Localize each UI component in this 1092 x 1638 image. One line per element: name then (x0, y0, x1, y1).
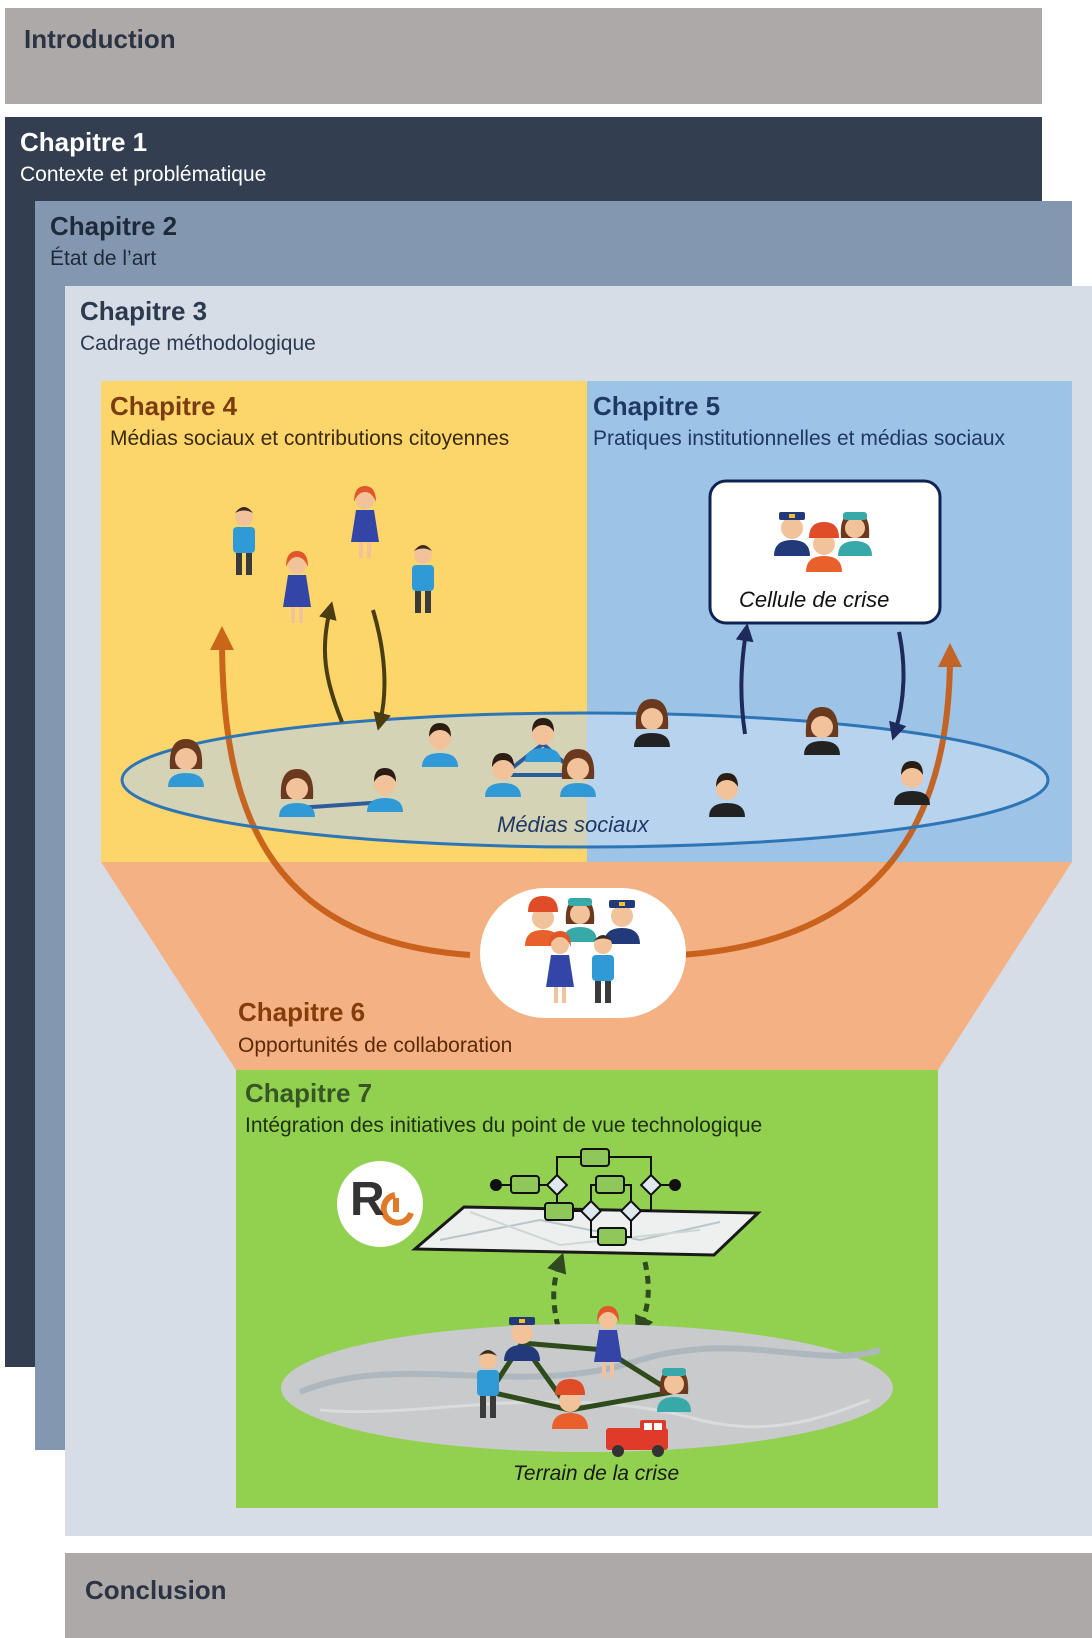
social-media-ellipse-left (122, 713, 587, 847)
crisis-down-arrow (889, 631, 907, 741)
citizen-people-icons (233, 486, 434, 623)
chapter1-subtitle: Contexte et problématique (20, 163, 267, 186)
social-media-ellipse-right (587, 713, 1048, 847)
social-media-label: Médias sociaux (497, 812, 649, 837)
terrain-up-arrow (547, 1252, 567, 1328)
collaboration-pill (480, 888, 686, 1018)
chapter5-subtitle: Pratiques institutionnelles et médias so… (593, 427, 1006, 450)
r-logo-icon (337, 1161, 423, 1247)
conclusion-title: Conclusion (85, 1575, 227, 1605)
chapter3-title: Chapitre 3 (80, 296, 208, 326)
introduction-title: Introduction (24, 24, 176, 54)
chapter2-title: Chapitre 2 (50, 211, 178, 241)
user-avatar (560, 749, 596, 797)
user-avatar (279, 769, 315, 817)
chapter5-title: Chapitre 5 (593, 391, 721, 421)
user-avatar (168, 739, 204, 787)
collab-arrow-left (210, 626, 471, 958)
conclusion-block: Conclusion (65, 1553, 1092, 1638)
chapter2-subtitle: État de l’art (50, 247, 157, 270)
institution-avatar (804, 707, 840, 755)
citizen-down-arrow (371, 609, 391, 731)
fire-truck-icon (606, 1420, 668, 1457)
collab-arrow-right (679, 643, 962, 958)
chapter4-subtitle: Médias sociaux et contributions citoyenn… (110, 427, 510, 450)
chapter7-title: Chapitre 7 (245, 1078, 373, 1108)
workflow-diagram-icon (490, 1148, 681, 1246)
institution-avatar (634, 699, 670, 747)
terrain-map (281, 1324, 893, 1452)
chapter3-subtitle: Cadrage méthodologique (80, 332, 316, 355)
terrain-down-arrow (635, 1261, 654, 1337)
chapter6-title: Chapitre 6 (238, 997, 366, 1027)
introduction-block: Introduction (5, 8, 1042, 104)
chapter6-subtitle: Opportunités de collaboration (238, 1034, 513, 1057)
crisis-cell-label: Cellule de crise (739, 587, 890, 612)
social-media-ellipse-outline (120, 711, 1050, 849)
crisis-field-label: Terrain de la crise (513, 1462, 680, 1485)
citizen-up-arrow (319, 601, 344, 723)
chapter4-title: Chapitre 4 (110, 391, 238, 421)
logo-letter: R (350, 1173, 385, 1226)
chapter7-subtitle: Intégration des initiatives du point de … (245, 1114, 763, 1137)
chapter1-title: Chapitre 1 (20, 127, 148, 157)
crisis-up-arrow (735, 623, 754, 735)
map-plane (411, 1205, 762, 1257)
